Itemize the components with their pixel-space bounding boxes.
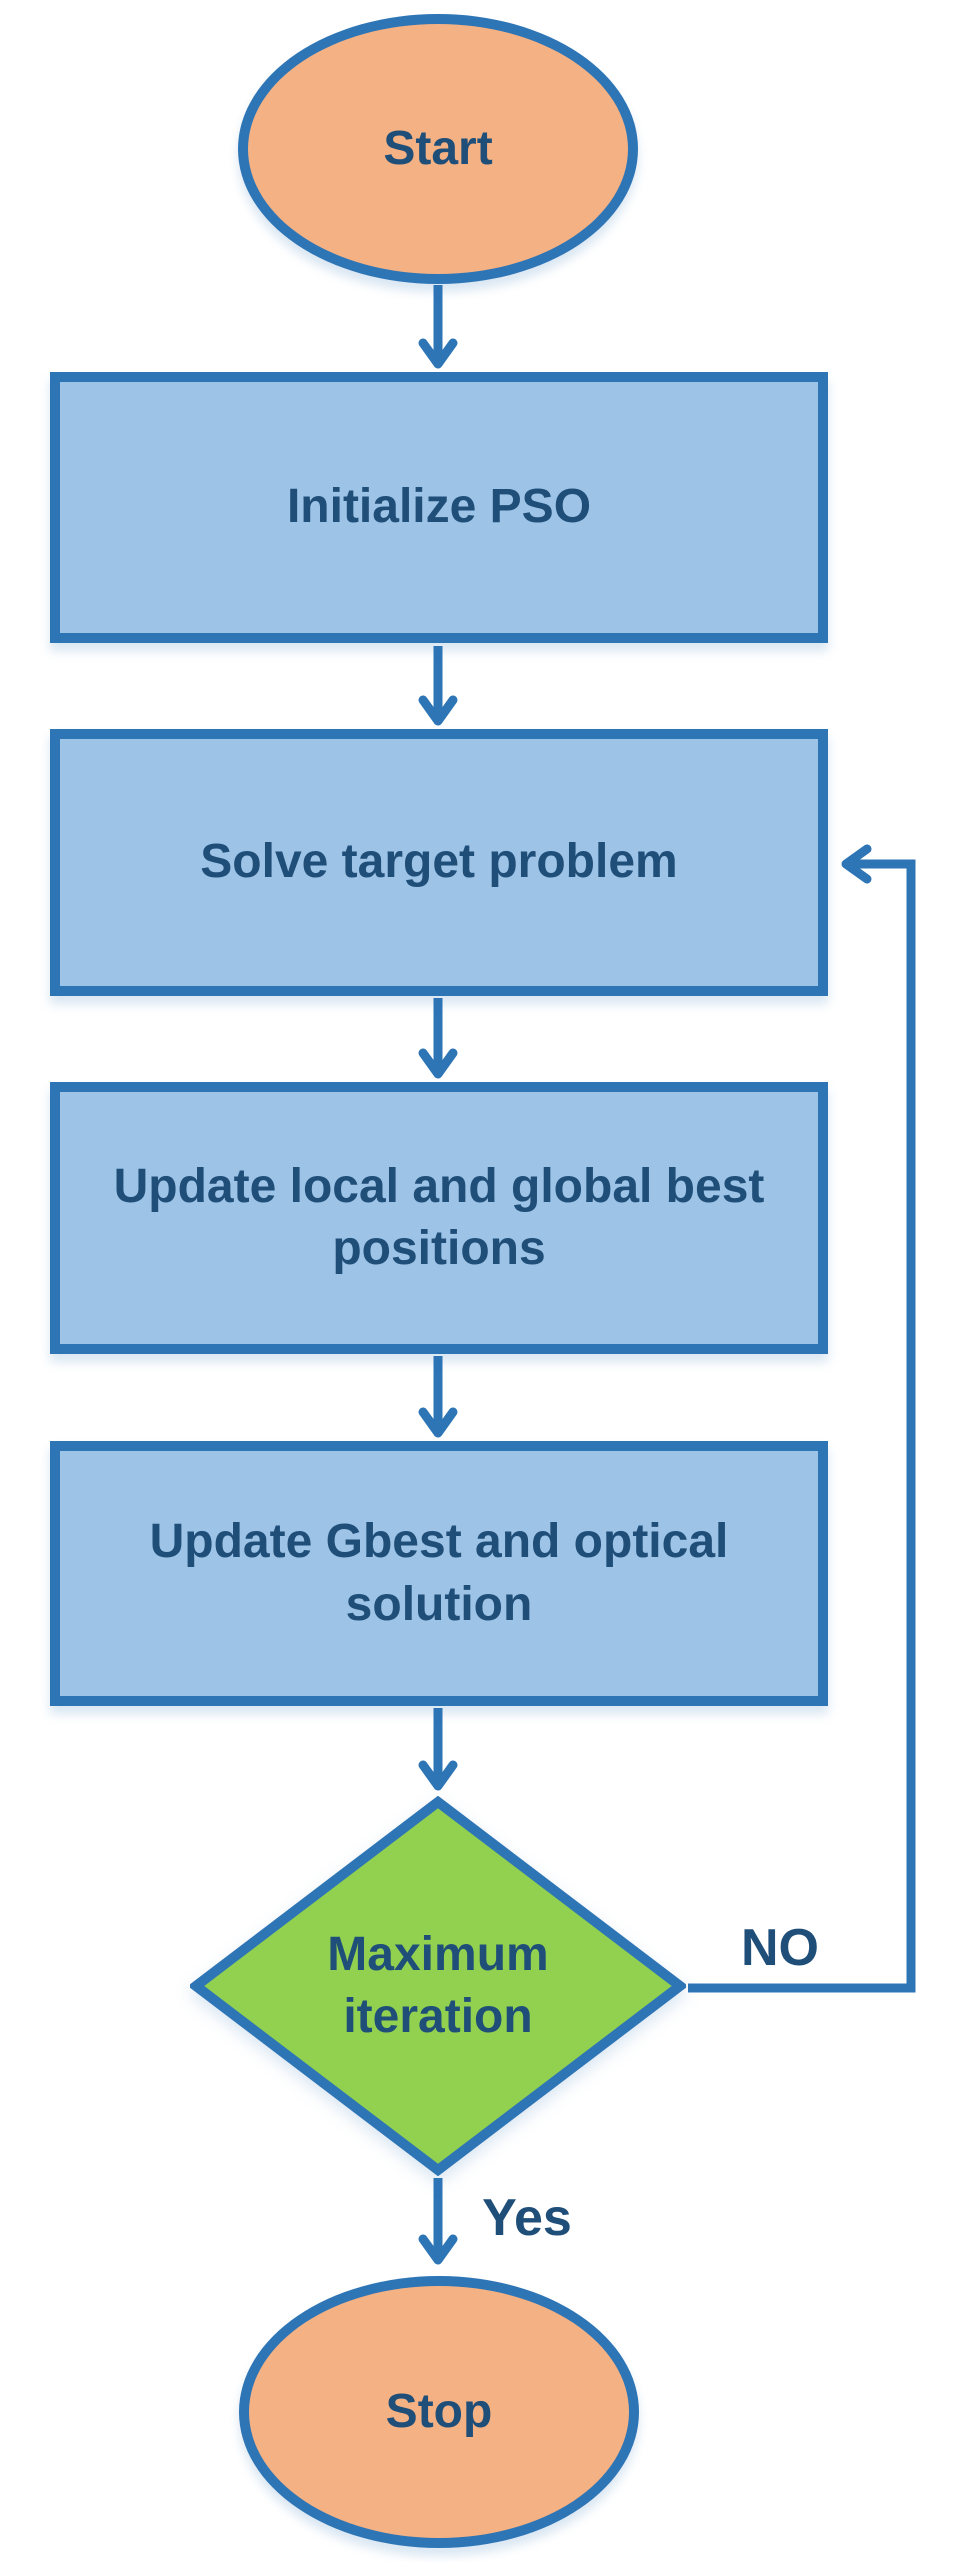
node-start: Start [238,14,638,284]
node-update-gbest-optical-label: Update Gbest and optical solution [149,1515,729,1631]
decision-diamond-shape [190,1796,686,2176]
node-update-local-global-best: Update local and global best positions [50,1082,828,1354]
node-stop-label: Stop [385,2384,493,2438]
node-start-label: Start [383,121,493,175]
node-maximum-iteration-label: Maximum iteration [327,1927,549,2043]
node-solve-target-problem: Solve target problem [50,729,828,996]
node-initialize-pso: Initialize PSO [50,372,828,643]
node-maximum-iteration: Maximum iteration [190,1796,686,2176]
node-stop: Stop [239,2276,639,2548]
edge-label-yes: Yes [482,2189,572,2247]
node-initialize-pso-label: Initialize PSO [286,480,592,534]
edge-label-no: NO [741,1919,819,1977]
node-update-gbest-optical: Update Gbest and optical solution [50,1441,828,1706]
node-update-local-global-best-label: Update local and global best positions [113,1159,765,1275]
node-solve-target-problem-label: Solve target problem [200,835,678,889]
edge-decision-no-loop-to-solve [688,844,916,1993]
